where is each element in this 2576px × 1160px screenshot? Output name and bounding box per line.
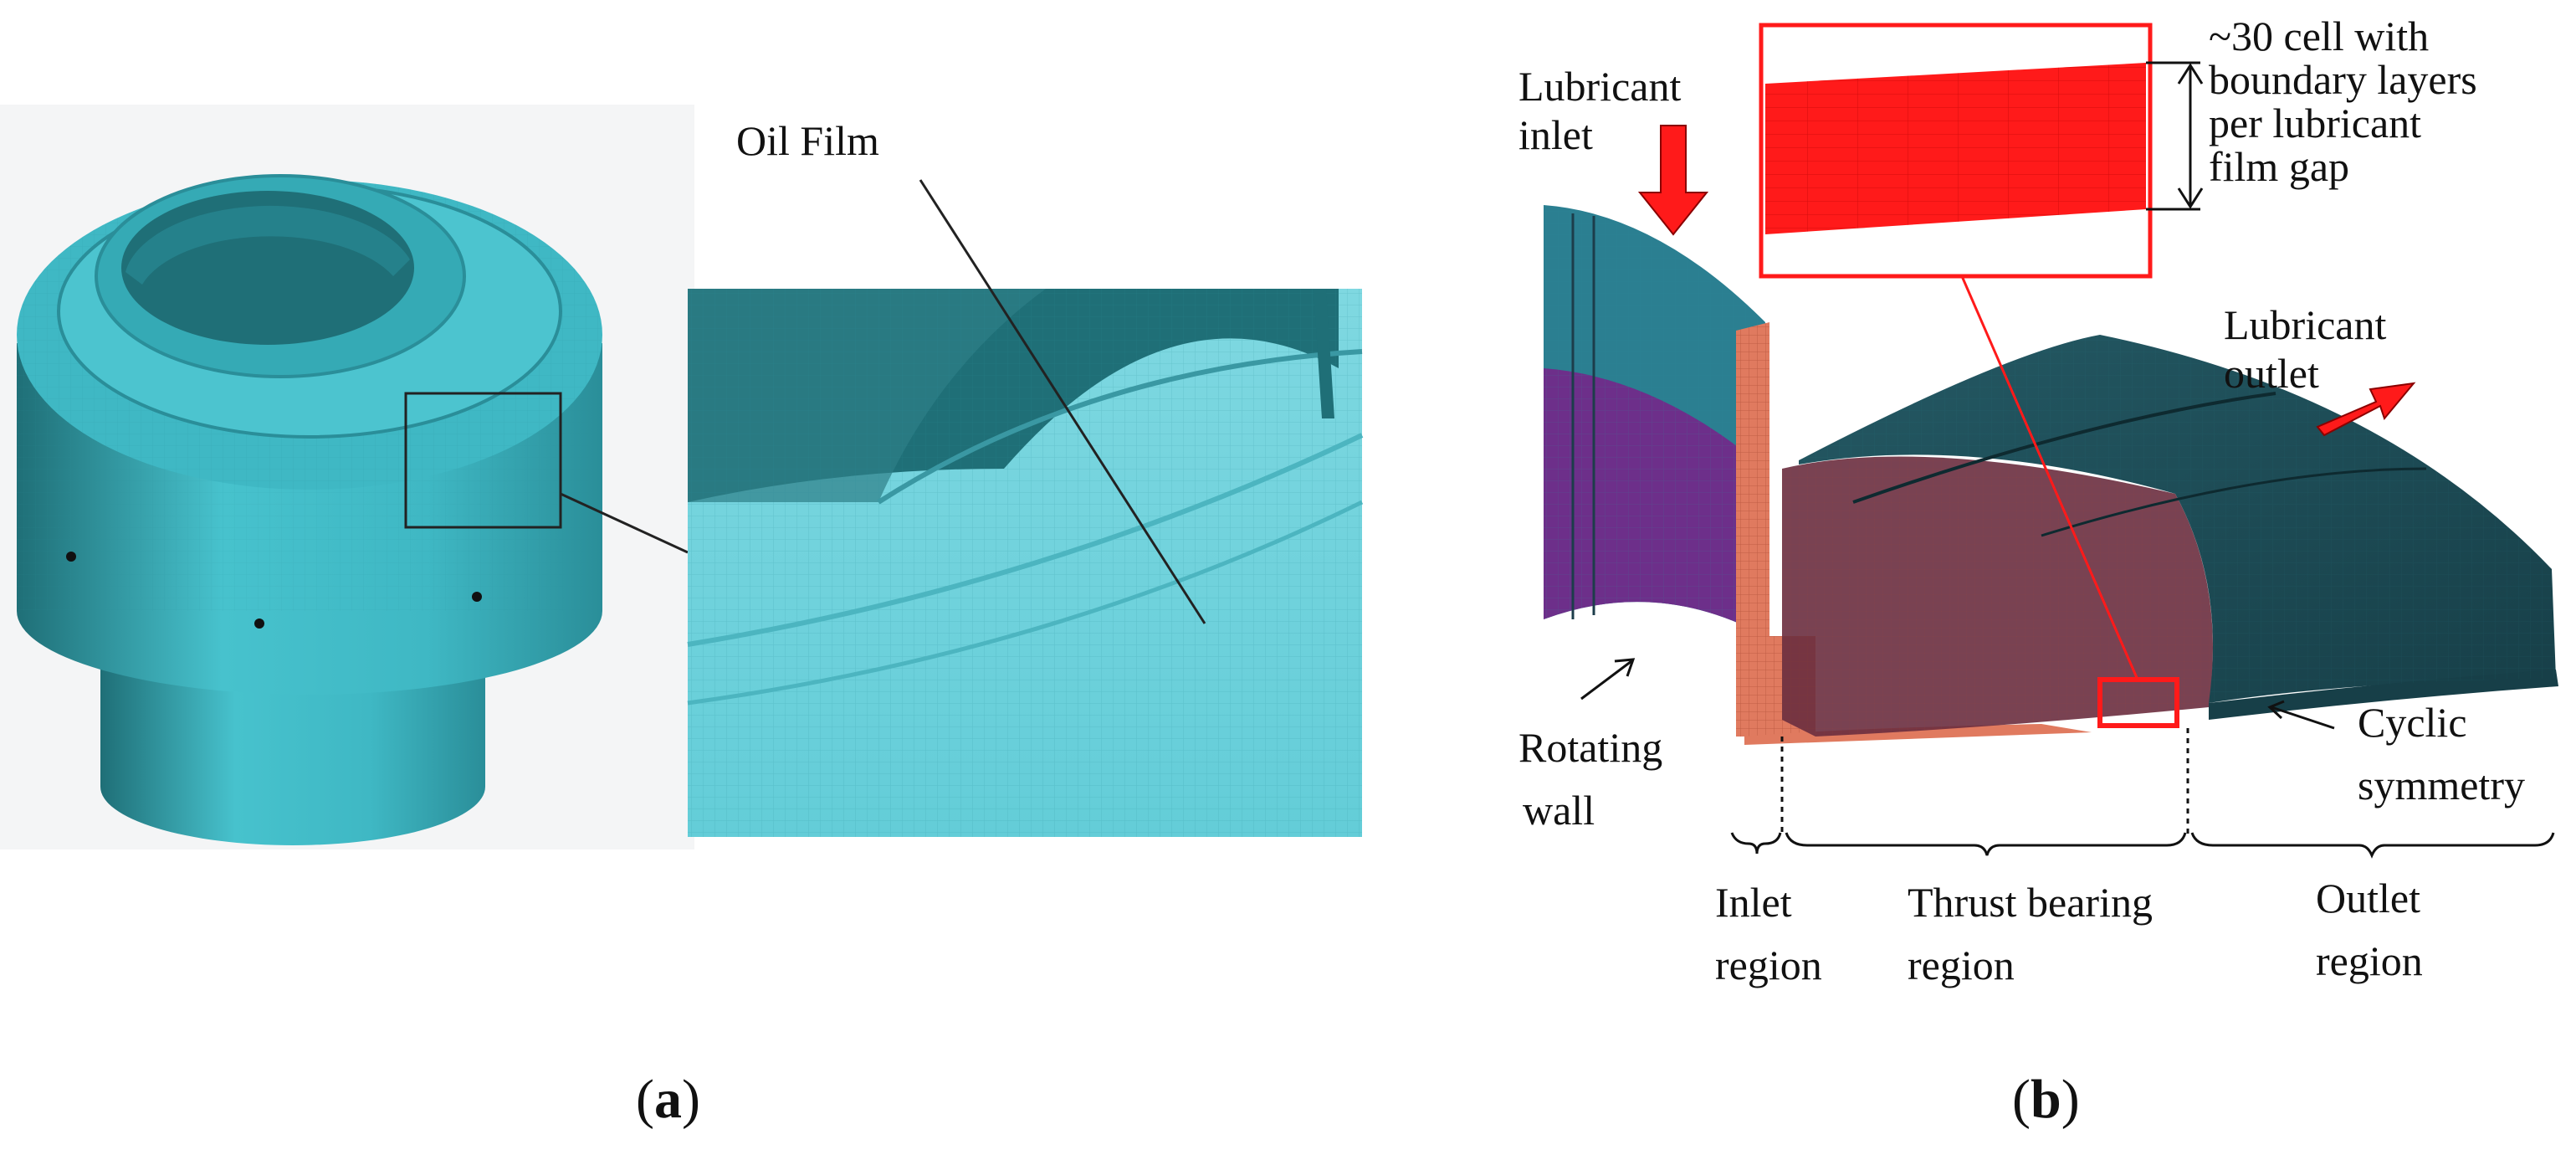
rotating-wall-geometry: [1544, 205, 1765, 636]
lubricant-outlet-arrow: [2316, 382, 2416, 437]
oil-film-leader: [919, 179, 1206, 624]
zoom-note: ~30 cell with boundary layers per lubric…: [2209, 13, 2487, 190]
oil-film-label: Oil Film: [736, 117, 879, 164]
lubricant-inlet-label: Lubricant inlet: [1518, 63, 1692, 158]
zoom-marker: [2097, 677, 2179, 728]
caption-b: (b): [2012, 1069, 2080, 1130]
rotating-wall-label: Rotating wall: [1518, 724, 1673, 834]
zoom-inset: [1759, 23, 2153, 279]
bushing-model: [17, 174, 602, 845]
region-braces: [1730, 832, 2555, 859]
lubricant-outlet-label: Lubricant outlet: [2224, 301, 2397, 397]
zoom-view: [687, 289, 1364, 837]
film-gap-arrow: [2146, 61, 2204, 211]
panel-a: Oil Film (a): [0, 96, 1364, 1130]
thrust-bearing-region-label: Thrust bearing region: [1908, 879, 2163, 988]
caption-a: (a): [636, 1069, 700, 1130]
detail-box: [404, 392, 562, 529]
inlet-region-label: Inlet region: [1715, 879, 1822, 988]
outlet-rotor-geometry: [1799, 335, 2558, 720]
lubricant-inlet-arrow: [1637, 125, 1709, 236]
cyclic-symmetry-label: Cyclic symmetry: [2358, 699, 2525, 808]
oil-film-label-box: [699, 96, 975, 188]
zoom-leader: [1960, 275, 2139, 680]
outlet-region-label: Outlet region: [2316, 875, 2430, 984]
panel-b: ~30 cell with boundary layers per lubric…: [1518, 13, 2558, 1130]
